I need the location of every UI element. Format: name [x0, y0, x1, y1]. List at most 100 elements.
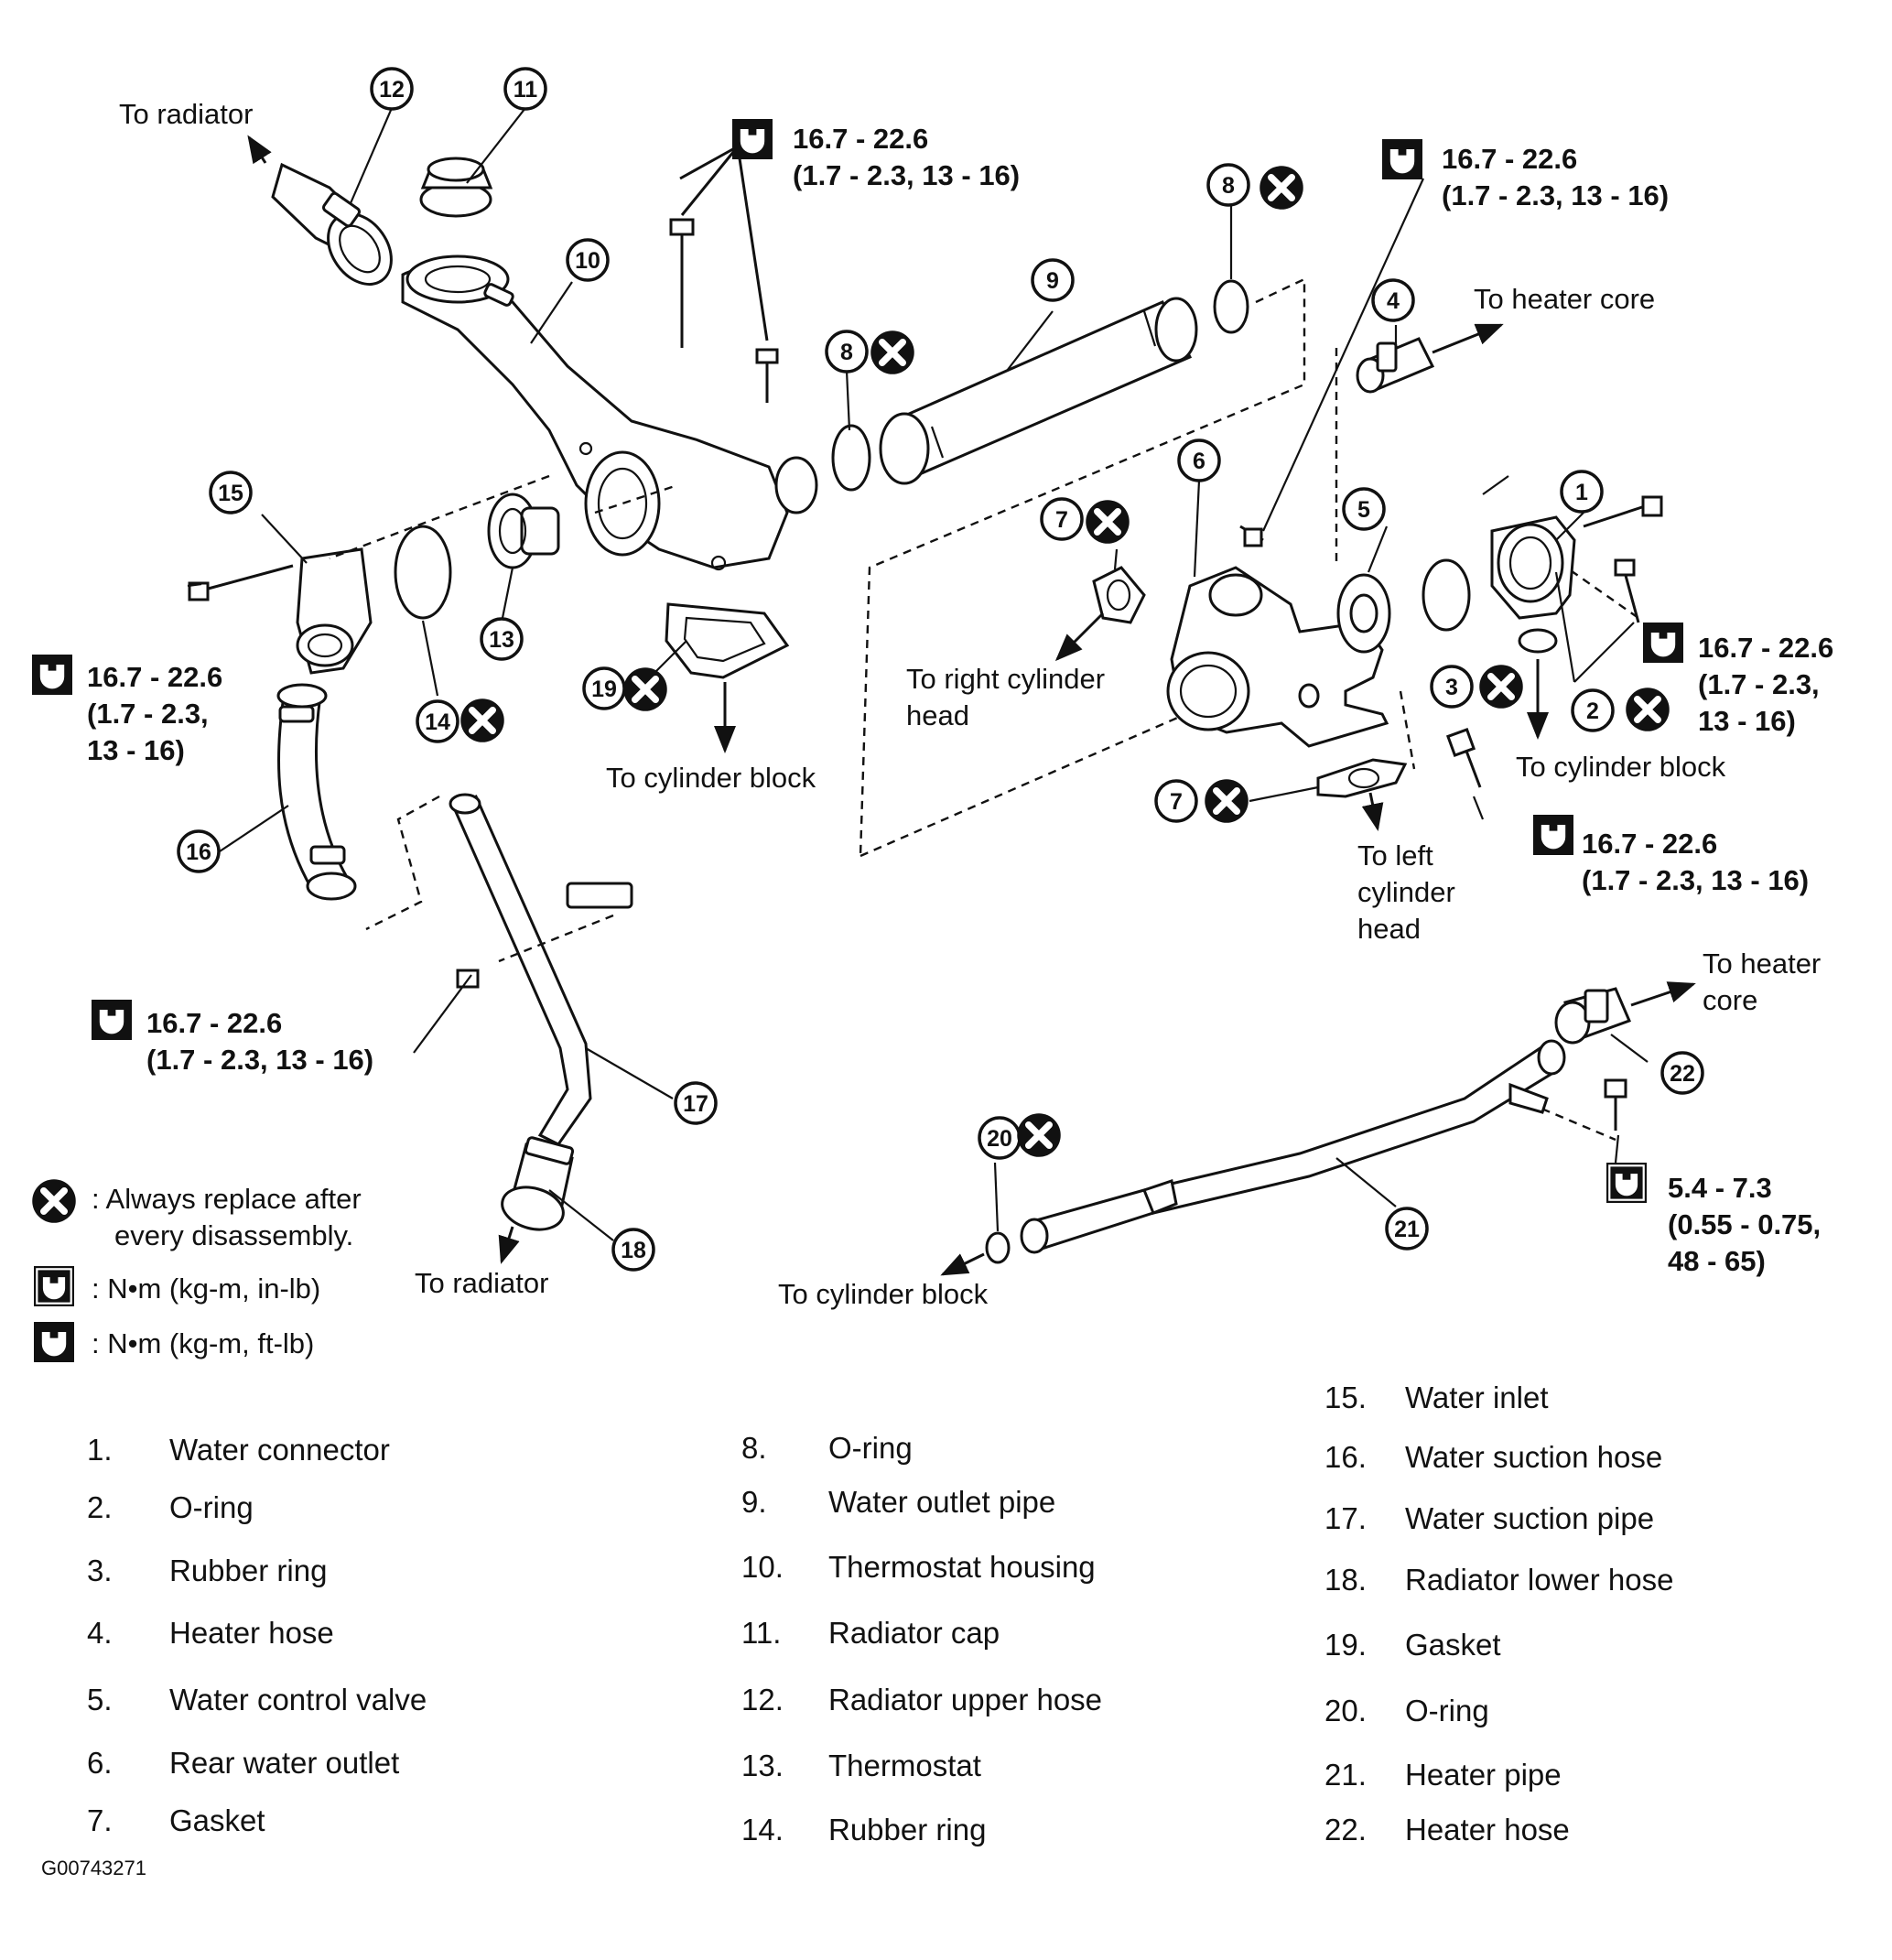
part-number: 18. — [1324, 1563, 1367, 1597]
part-number: 21. — [1324, 1758, 1367, 1792]
heater-pipe-bolt-drawing — [1604, 1078, 1627, 1131]
callout-circle — [370, 67, 414, 111]
heater-pipe-drawing — [1020, 1039, 1566, 1254]
replace-mark-20 — [1017, 1113, 1061, 1157]
water-control-valve-drawing — [1336, 573, 1391, 654]
part-name: O-ring — [1405, 1694, 1489, 1727]
callout-9: 9 — [1031, 258, 1075, 302]
callout-12: 12 — [370, 67, 414, 111]
torque-icon-e — [1533, 815, 1573, 855]
callout-number: 19 — [591, 677, 617, 702]
heater-hose-4-drawing — [1356, 323, 1504, 394]
callout-number: 1 — [1575, 480, 1588, 505]
torque-b-detail: (1.7 - 2.3, 13 - 16) — [1442, 179, 1669, 211]
legend-replace-symbol — [32, 1179, 76, 1223]
thermostat-drawing — [487, 493, 560, 569]
callout-circle — [480, 617, 524, 661]
part-name: Radiator lower hose — [1405, 1563, 1674, 1597]
leader-lines — [187, 107, 1649, 1241]
callout-number: 14 — [425, 709, 450, 735]
note-to-right-cyl-head-2: head — [906, 699, 969, 731]
note-to-heater-core-bottom-2: core — [1703, 984, 1757, 1016]
replace-mark-8-left — [870, 330, 914, 374]
note-to-radiator-top: To radiator — [119, 98, 253, 130]
torque-c-detail-1: (1.7 - 2.3, — [87, 698, 209, 730]
part-name: Rear water outlet — [169, 1746, 399, 1780]
part-number: 12. — [741, 1683, 784, 1716]
torque-f-value: 16.7 - 22.6 — [146, 1007, 282, 1039]
note-to-cyl-block-center: To cylinder block — [606, 762, 816, 794]
part-name: Water inlet — [1405, 1381, 1549, 1414]
torque-g-detail-2: 48 - 65) — [1668, 1245, 1766, 1277]
thermostat-housing-drawing — [401, 254, 818, 571]
note-to-radiator-bottom: To radiator — [415, 1267, 548, 1299]
gasket-19-drawing — [665, 602, 790, 753]
callout-circle — [1560, 470, 1604, 514]
part-name: Gasket — [169, 1803, 265, 1837]
callout-number: 7 — [1055, 507, 1068, 533]
water-suction-pipe-drawing — [449, 793, 633, 1146]
callout-20: 20 — [978, 1116, 1022, 1160]
callout-circle — [503, 67, 547, 111]
part-number: 6. — [87, 1746, 113, 1780]
callout-circle — [177, 829, 221, 873]
replace-mark-7-left-head — [1205, 779, 1249, 823]
callout-circle — [1040, 497, 1084, 541]
callout-number: 9 — [1046, 268, 1059, 294]
torque-values: 16.7 - 22.6 (1.7 - 2.3, 13 - 16) 16.7 - … — [87, 123, 1833, 1277]
callout-circle — [825, 330, 869, 374]
callout-18: 18 — [611, 1228, 655, 1272]
torque-c-value: 16.7 - 22.6 — [87, 661, 222, 693]
part-number: 14. — [741, 1813, 784, 1846]
note-to-right-cyl-head-1: To right cylinder — [906, 663, 1105, 695]
callout-circle — [1177, 439, 1221, 482]
torque-icon-f — [92, 1000, 132, 1040]
replace-mark-19 — [623, 667, 667, 711]
radiator-lower-hose-drawing — [498, 1136, 575, 1264]
replace-mark-8-right — [1260, 166, 1303, 210]
legend-replace-text-1: : Always replace after — [92, 1183, 362, 1215]
rear-water-outlet-drawing — [1166, 525, 1389, 748]
callout-number: 13 — [489, 627, 514, 653]
legend-inlb-text: : N•m (kg-m, in-lb) — [92, 1272, 320, 1305]
replace-mark-14 — [460, 698, 504, 742]
part-name: Water suction hose — [1405, 1440, 1662, 1474]
part-number: 11. — [741, 1616, 781, 1650]
o-ring-2-drawing — [1518, 628, 1558, 654]
callout-number: 4 — [1387, 288, 1400, 314]
callout-number: 12 — [379, 77, 405, 103]
part-drawings — [187, 107, 1696, 1276]
part-number: 3. — [87, 1554, 113, 1587]
callout-number: 8 — [1222, 173, 1235, 199]
callout-circle — [1206, 163, 1250, 207]
torque-g-value: 5.4 - 7.3 — [1668, 1172, 1772, 1204]
callout-circle — [1571, 688, 1615, 732]
replace-mark-3 — [1479, 665, 1523, 709]
note-to-cyl-block-right: To cylinder block — [1516, 751, 1726, 783]
callout-19: 19 — [582, 666, 626, 710]
callout-number: 20 — [987, 1126, 1012, 1152]
part-number: 19. — [1324, 1628, 1367, 1662]
callout-1: 1 — [1560, 470, 1604, 514]
callout-number: 10 — [575, 248, 600, 274]
callout-3: 3 — [1430, 665, 1474, 709]
callout-circle — [674, 1081, 718, 1125]
callout-number: 2 — [1586, 698, 1599, 724]
part-number: 7. — [87, 1803, 113, 1837]
replace-mark-7-right-head — [1086, 500, 1130, 544]
legend-ftlb-icon — [34, 1322, 74, 1362]
callout-number: 16 — [186, 839, 211, 865]
callout-number: 11 — [514, 77, 538, 103]
part-name: Heater hose — [169, 1616, 334, 1650]
callout-number: 18 — [621, 1238, 646, 1263]
part-name: O-ring — [169, 1490, 254, 1524]
callout-11: 11 — [503, 67, 547, 111]
callout-circle — [1385, 1207, 1429, 1251]
note-to-heater-core-top: To heater core — [1474, 283, 1655, 315]
callout-number: 8 — [840, 340, 853, 365]
part-name: Water connector — [169, 1433, 390, 1467]
part-name: Heater pipe — [1405, 1758, 1562, 1792]
callout-16: 16 — [177, 829, 221, 873]
